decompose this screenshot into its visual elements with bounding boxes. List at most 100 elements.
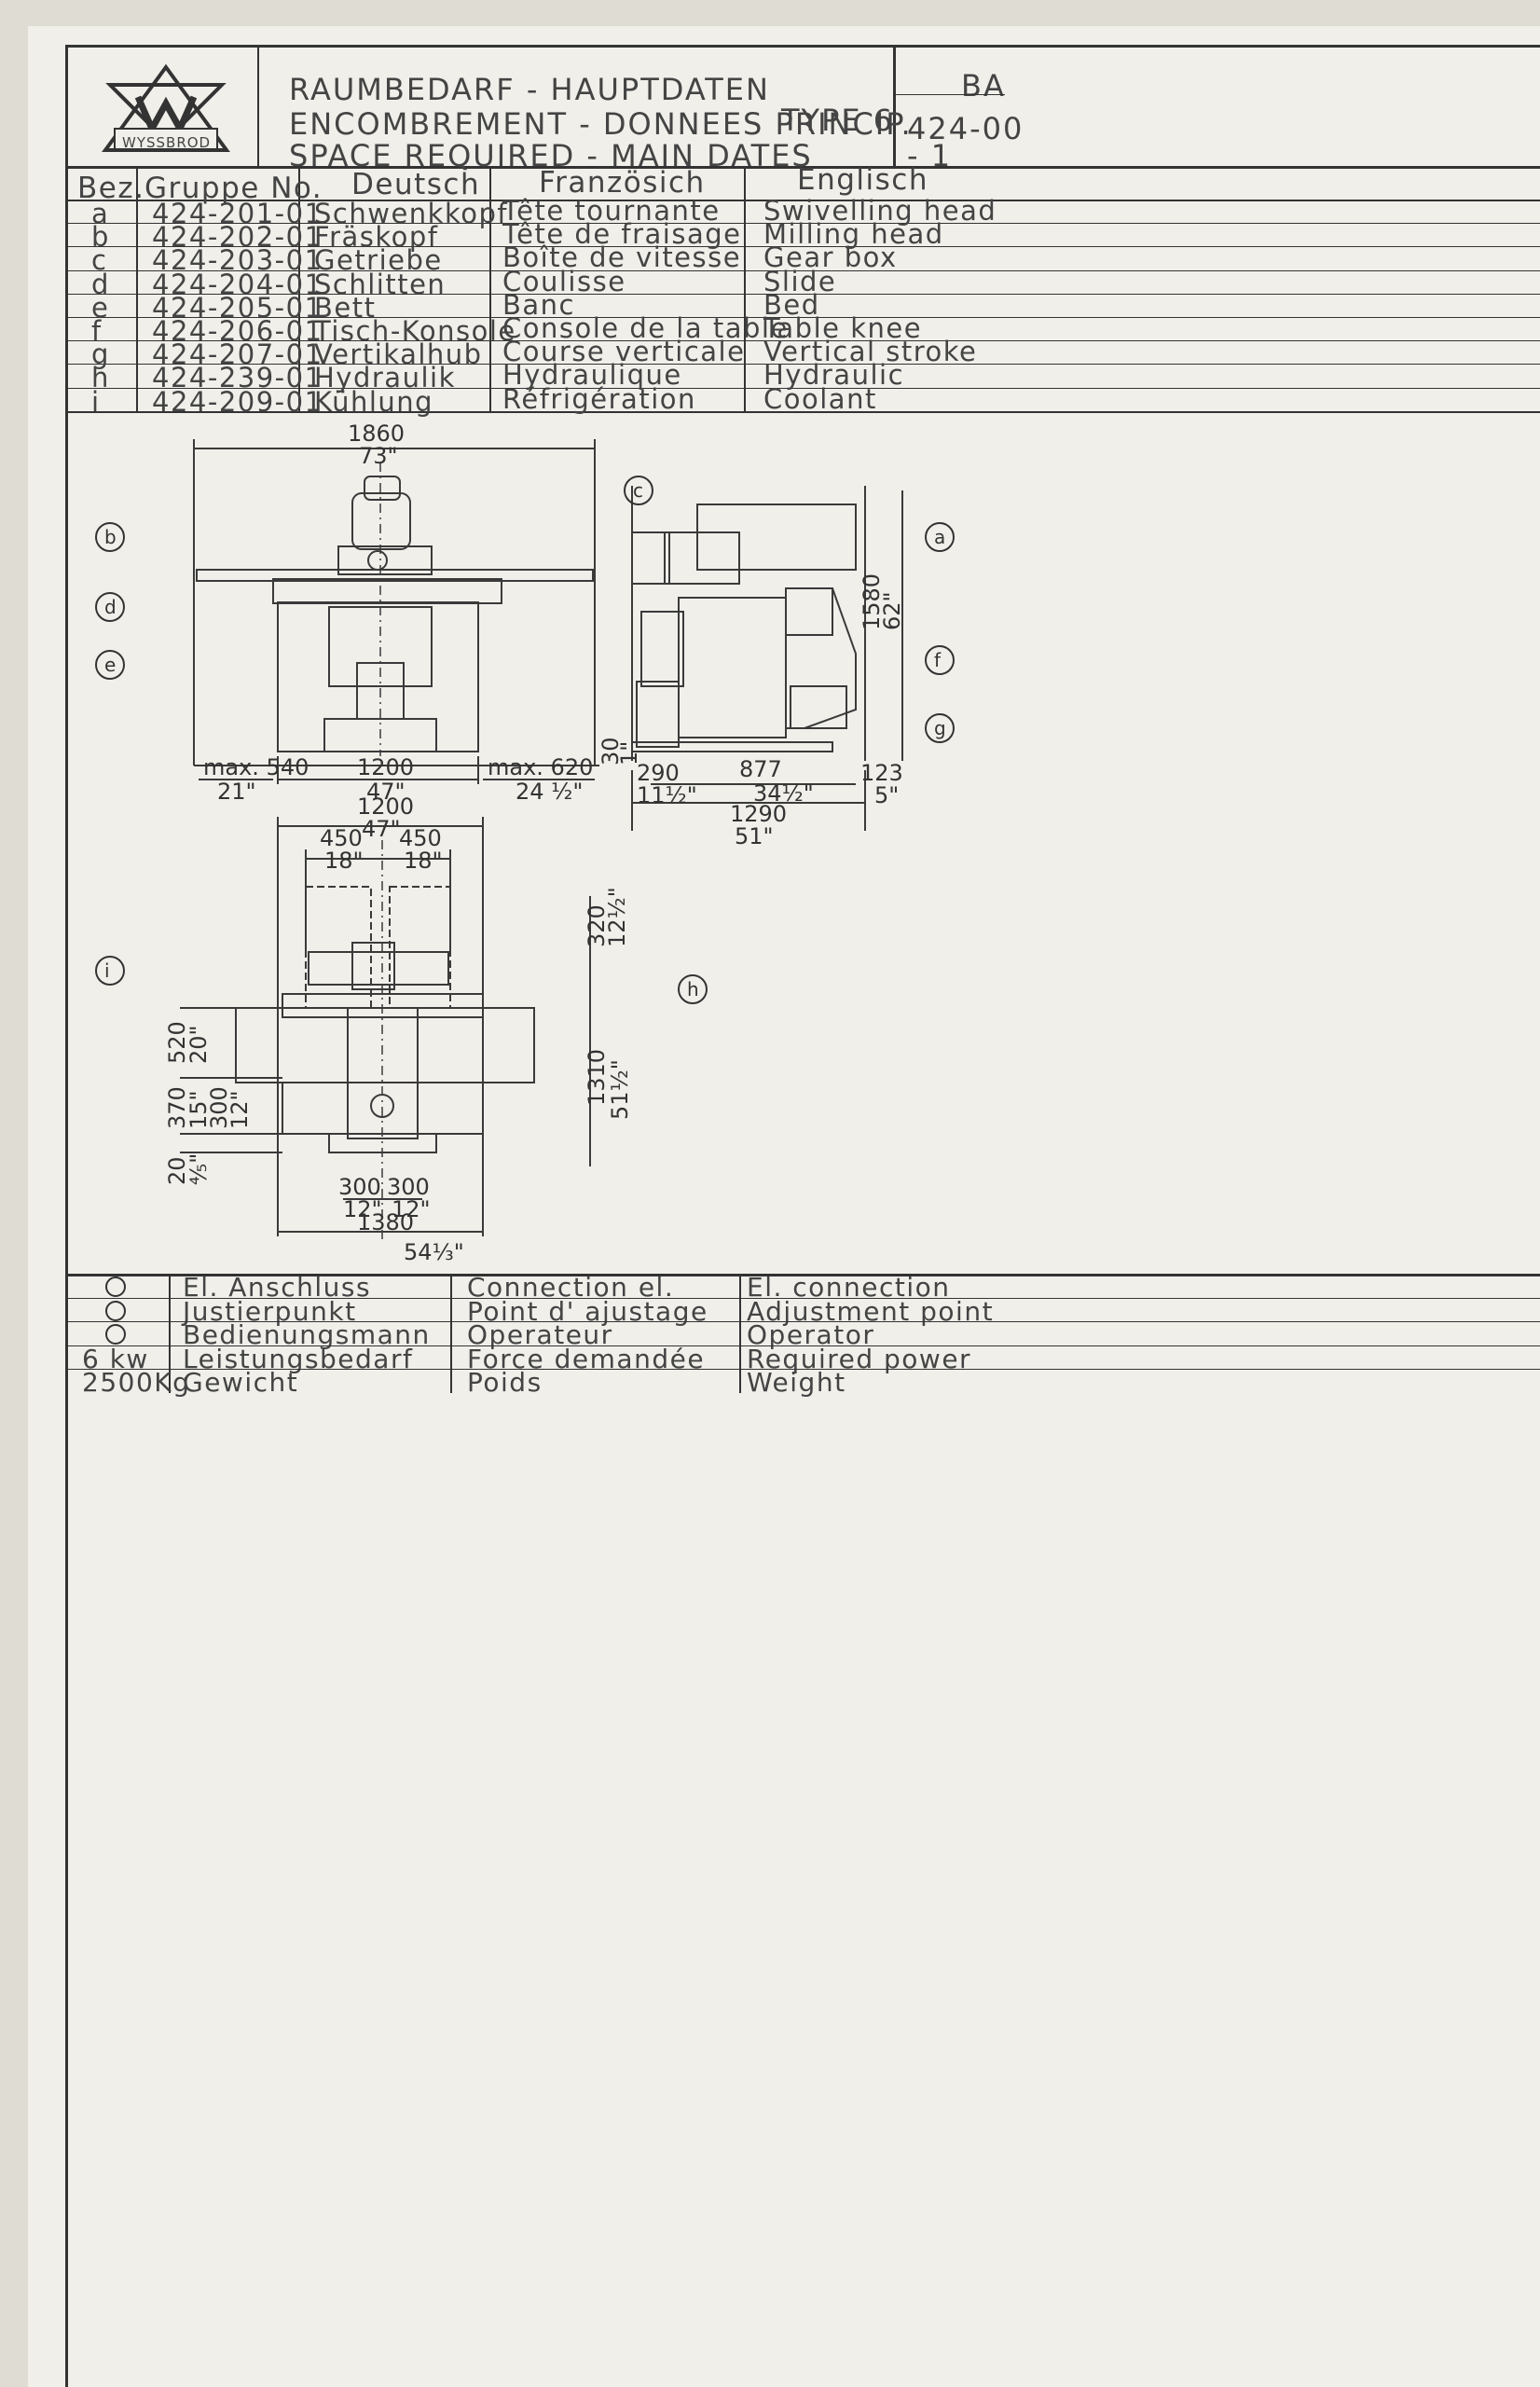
side-d3-mm: 123: [860, 760, 903, 786]
cell-gruppe: 424-239-01: [152, 362, 323, 394]
front-width-in: 73": [359, 443, 398, 469]
legend-en: El. connection: [747, 1272, 951, 1303]
legend-en: Weight: [747, 1367, 846, 1399]
legend-de: El. Anschluss: [183, 1272, 372, 1303]
side-foot-mm: 30: [598, 737, 624, 766]
callout-h: h: [687, 978, 699, 1000]
legend-en: Adjustment point: [747, 1295, 995, 1327]
callout-circle-c: [624, 476, 653, 505]
callout-f: f: [934, 649, 942, 671]
legend-value: 2500Kg: [82, 1367, 191, 1399]
plan-v1-in: 12½": [604, 887, 630, 947]
plan-l2-in: 15": [186, 1090, 212, 1129]
drawing-sheet: WYSSBROD RAUMBEDARF - HAUPTDATEN ENCOMBR…: [28, 26, 1540, 2387]
cell-englisch: Table knee: [763, 312, 923, 344]
callout-e: e: [104, 654, 116, 676]
cell-gruppe: 424-209-01: [152, 385, 323, 418]
cell-bez: g: [91, 338, 110, 371]
cell-francais: Coulisse: [502, 265, 626, 297]
plan-l4-in: ⅘": [186, 1153, 212, 1185]
legend-de: Leistungsbedarf: [183, 1343, 414, 1374]
side-d1-in: 11½": [637, 782, 697, 808]
callout-c: c: [633, 479, 643, 502]
plan-l2-mm: 370: [164, 1086, 190, 1129]
side-total-in: 51": [735, 823, 774, 849]
el-connection-icon: [105, 1276, 126, 1297]
cell-englisch: Gear box: [763, 241, 898, 274]
legend-fr: Poids: [467, 1367, 543, 1399]
callout-b: b: [104, 526, 117, 548]
sheet-frame: WYSSBROD RAUMBEDARF - HAUPTDATEN ENCOMBR…: [65, 45, 1540, 2387]
legend-fr: Connection el.: [467, 1272, 675, 1303]
machine-type: TYPE 6: [781, 103, 895, 138]
plan-bottom-mm: 1380: [357, 1209, 414, 1235]
cell-bez: e: [91, 291, 110, 324]
legend-de: Gewicht: [183, 1367, 299, 1399]
side-d2-in: 34½": [753, 780, 814, 807]
legend-value: 6 kw: [82, 1343, 149, 1374]
header-franzoesich: Französich: [539, 166, 706, 200]
side-d2-mm: 877: [739, 756, 782, 782]
dimension-drawing: 1860 73" max. 540 21" 1200 47" max. 620 …: [95, 421, 955, 1264]
cell-deutsch: Vertikalhub: [314, 338, 483, 371]
cell-deutsch: Kühlung: [314, 385, 434, 418]
cell-francais: Course verticale: [502, 336, 746, 368]
cell-deutsch: Bett: [314, 291, 377, 324]
callout-circle-e: [95, 650, 125, 680]
front-right-in: 24 ½": [516, 779, 583, 805]
front-left-in: 21": [217, 779, 256, 805]
callout-circle-g: [925, 713, 955, 743]
drawing-revision: - 1: [907, 138, 953, 173]
cell-bez: d: [91, 268, 110, 300]
cell-deutsch: Fräskopf: [314, 221, 439, 254]
side-foot-in: 1": [616, 741, 642, 766]
plan-depth-mm: 1310: [584, 1049, 610, 1106]
cell-bez: c: [91, 244, 108, 277]
cell-francais: Console de la table: [502, 312, 789, 344]
plan-l4-mm: 20: [164, 1156, 190, 1185]
plan-half-right-mm: 450: [399, 825, 442, 851]
header-deutsch: Deutsch: [351, 168, 481, 201]
cell-bez: i: [91, 385, 101, 418]
front-right-mm: max. 620: [488, 754, 593, 780]
header-gruppe: Gruppe No.: [144, 172, 323, 205]
cell-bez: b: [91, 221, 110, 254]
callout-d: d: [104, 596, 117, 618]
header-bez: Bez.: [77, 172, 145, 205]
callout-circle-i: [95, 956, 125, 986]
cell-deutsch: Tisch-Konsole: [314, 315, 516, 347]
cell-gruppe: 424-202-01: [152, 221, 323, 254]
side-d3-in: 5": [874, 782, 899, 808]
header-englisch: Englisch: [797, 163, 928, 197]
cell-gruppe: 424-207-01: [152, 338, 323, 371]
cell-gruppe: 424-204-01: [152, 268, 323, 300]
cell-gruppe: 424-201-01: [152, 198, 323, 229]
cell-bez: f: [91, 315, 103, 347]
callout-i: i: [104, 959, 110, 982]
plan-half-right-in: 18": [404, 848, 443, 874]
cell-francais: Tête tournante: [502, 195, 721, 227]
legend-de: Bedienungsmann: [183, 1319, 431, 1351]
cell-francais: Tête de fraisage: [502, 218, 742, 251]
cell-deutsch: Schwenkkopf: [314, 198, 509, 229]
cell-englisch: Milling head: [763, 218, 944, 251]
plan-half-left-mm: 450: [320, 825, 363, 851]
plan-bottom-in: 54⅓": [404, 1239, 464, 1264]
plan-l1-mm: 520: [164, 1021, 190, 1064]
callout-circle-h: [678, 974, 708, 1004]
cell-englisch: Slide: [763, 265, 837, 297]
title-german: RAUMBEDARF - HAUPTDATEN: [289, 72, 770, 107]
adjustment-point-icon: [105, 1300, 126, 1321]
cell-deutsch: Hydraulik: [314, 362, 456, 394]
operator-icon: [105, 1324, 126, 1345]
legend-fr: Operateur: [467, 1319, 613, 1351]
title-english: SPACE REQUIRED - MAIN DATES: [289, 138, 813, 173]
cell-deutsch: Getriebe: [314, 244, 443, 277]
cell-deutsch: Schlitten: [314, 268, 447, 300]
plan-b1-mm: 300: [338, 1174, 381, 1200]
cell-francais: Boîte de vitesse: [502, 241, 742, 274]
side-d1-mm: 290: [637, 760, 680, 786]
callout-circle-b: [95, 522, 125, 552]
cell-englisch: Swivelling head: [763, 195, 997, 227]
